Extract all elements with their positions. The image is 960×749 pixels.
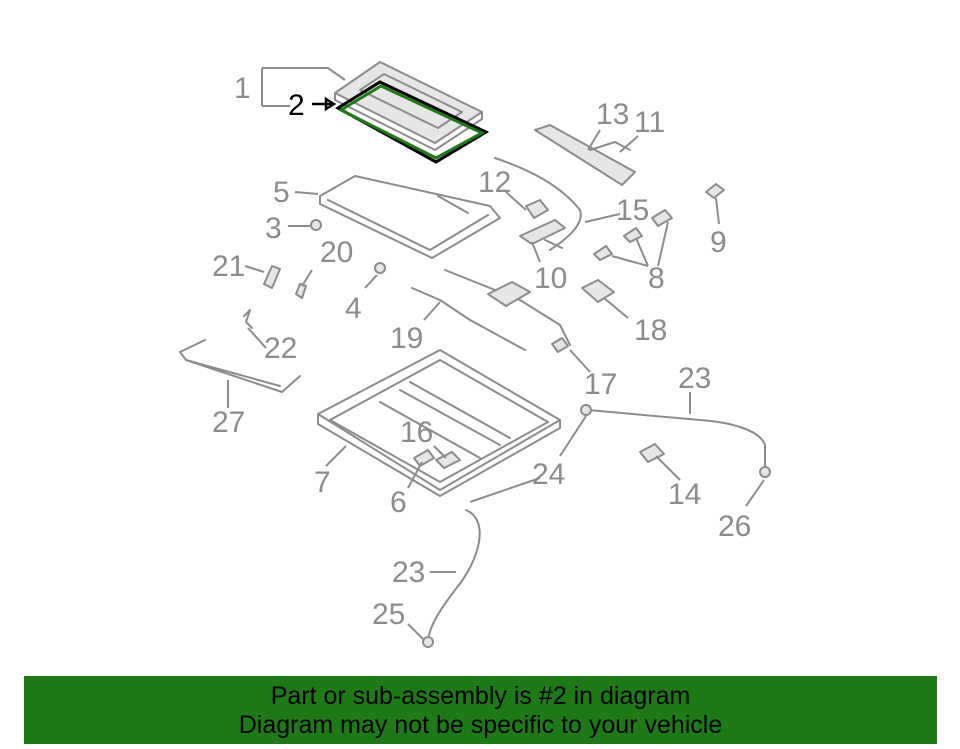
callout-10: 10	[534, 262, 567, 295]
callout-15: 15	[616, 194, 649, 227]
part-9-retainer[interactable]	[705, 183, 725, 199]
callout-22: 22	[264, 332, 297, 365]
part-19-cable-assembly[interactable]	[411, 269, 571, 351]
part-14-bracket[interactable]	[639, 443, 665, 463]
part-15-drive-cable[interactable]	[494, 157, 582, 251]
callout-19: 19	[390, 322, 423, 355]
callout-11: 11	[634, 106, 665, 139]
callout-20: 20	[320, 236, 353, 269]
part-22-spring[interactable]	[243, 309, 253, 329]
part-27-wind-deflector[interactable]	[179, 339, 301, 393]
part-10-link[interactable]	[519, 219, 566, 249]
part-8-bracket-a[interactable]	[651, 209, 673, 227]
part-6-block[interactable]	[413, 449, 435, 467]
callout-23-rear: 23	[678, 362, 711, 395]
callout-8: 8	[648, 262, 665, 295]
part-26-valve[interactable]	[759, 466, 771, 478]
callout-17: 17	[584, 368, 617, 401]
part-20-guide[interactable]	[295, 283, 307, 299]
callout-3: 3	[265, 212, 282, 245]
callout-7: 7	[314, 466, 331, 499]
callout-14: 14	[668, 478, 701, 511]
part-7-sunroof-frame[interactable]	[317, 349, 561, 497]
callout-16: 16	[400, 416, 433, 449]
info-banner: Part or sub-assembly is #2 in diagram Di…	[24, 676, 937, 744]
callout-6: 6	[390, 486, 407, 519]
callout-25: 25	[372, 598, 405, 631]
callout-9: 9	[710, 226, 727, 259]
part-16-block[interactable]	[435, 451, 461, 469]
callout-24: 24	[532, 458, 565, 491]
part-23-drain-hose-front[interactable]	[427, 509, 481, 641]
part-21-bracket[interactable]	[263, 265, 281, 289]
part-25-valve[interactable]	[422, 636, 434, 648]
part-2-glass-seal[interactable]	[335, 80, 490, 164]
callout-4: 4	[345, 292, 362, 325]
part-23-drain-hose-rear[interactable]	[587, 409, 766, 471]
part-4-clip[interactable]	[374, 262, 386, 274]
part-3-clip[interactable]	[310, 219, 322, 231]
part-12-lifter[interactable]	[525, 199, 549, 219]
leader-lines	[227, 67, 765, 641]
part-5-sunshade[interactable]	[319, 175, 501, 259]
callout-18: 18	[634, 314, 667, 347]
banner-line-2: Diagram may not be specific to your vehi…	[238, 711, 723, 739]
callout-23-front: 23	[392, 556, 425, 589]
callout-2[interactable]: 2	[288, 89, 305, 122]
part-24-grommet[interactable]	[580, 404, 592, 416]
banner-line-1: Part or sub-assembly is #2 in diagram	[270, 682, 691, 710]
part-13-guide-rail[interactable]	[534, 124, 636, 186]
part-1-glass-panel[interactable]	[334, 61, 483, 151]
callout-26: 26	[718, 510, 751, 543]
callout-27: 27	[212, 406, 245, 439]
part-8-bracket-b[interactable]	[623, 227, 643, 243]
part-18-motor[interactable]	[581, 279, 615, 303]
callout-12: 12	[478, 166, 511, 199]
callout-1: 1	[234, 72, 251, 105]
part-17-clip[interactable]	[551, 337, 569, 353]
callout-5: 5	[273, 176, 290, 209]
callout-13: 13	[596, 98, 629, 131]
callout-21: 21	[212, 250, 245, 283]
part-8-bracket-c[interactable]	[593, 245, 613, 261]
